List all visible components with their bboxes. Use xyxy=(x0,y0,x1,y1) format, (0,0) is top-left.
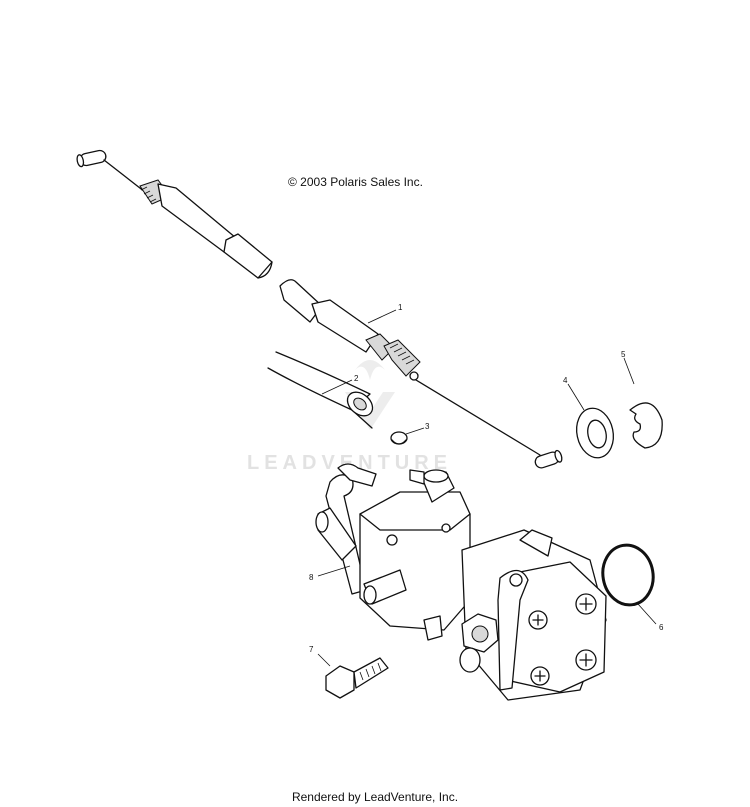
callout-7: 7 xyxy=(309,645,314,654)
watermark: LEADVENTURE xyxy=(247,452,453,474)
copyright-text: © 2003 Polaris Sales Inc. xyxy=(288,175,423,189)
washer xyxy=(575,407,615,459)
screw-top-right xyxy=(575,593,597,615)
hose xyxy=(267,351,374,429)
screw-bottom-right xyxy=(575,649,597,671)
bolt xyxy=(325,657,389,699)
throttle-cable-lower xyxy=(279,279,563,469)
callout-5: 5 xyxy=(621,350,626,359)
oil-pump-assembly xyxy=(315,463,607,701)
screw-bottom-left xyxy=(530,666,550,686)
callout-leaders xyxy=(317,309,657,667)
callout-8: 8 xyxy=(309,573,314,582)
o-ring xyxy=(601,543,655,607)
screw-top-left xyxy=(528,610,548,630)
callout-1: 1 xyxy=(398,303,403,312)
footer-credit: Rendered by LeadVenture, Inc. xyxy=(291,790,459,804)
throttle-cable-upper xyxy=(76,149,273,279)
callout-3: 3 xyxy=(425,422,430,431)
e-clip xyxy=(629,402,663,449)
callout-6: 6 xyxy=(659,623,664,632)
callout-2: 2 xyxy=(354,374,359,383)
callout-4: 4 xyxy=(563,376,568,385)
hose-clamp xyxy=(390,431,408,445)
